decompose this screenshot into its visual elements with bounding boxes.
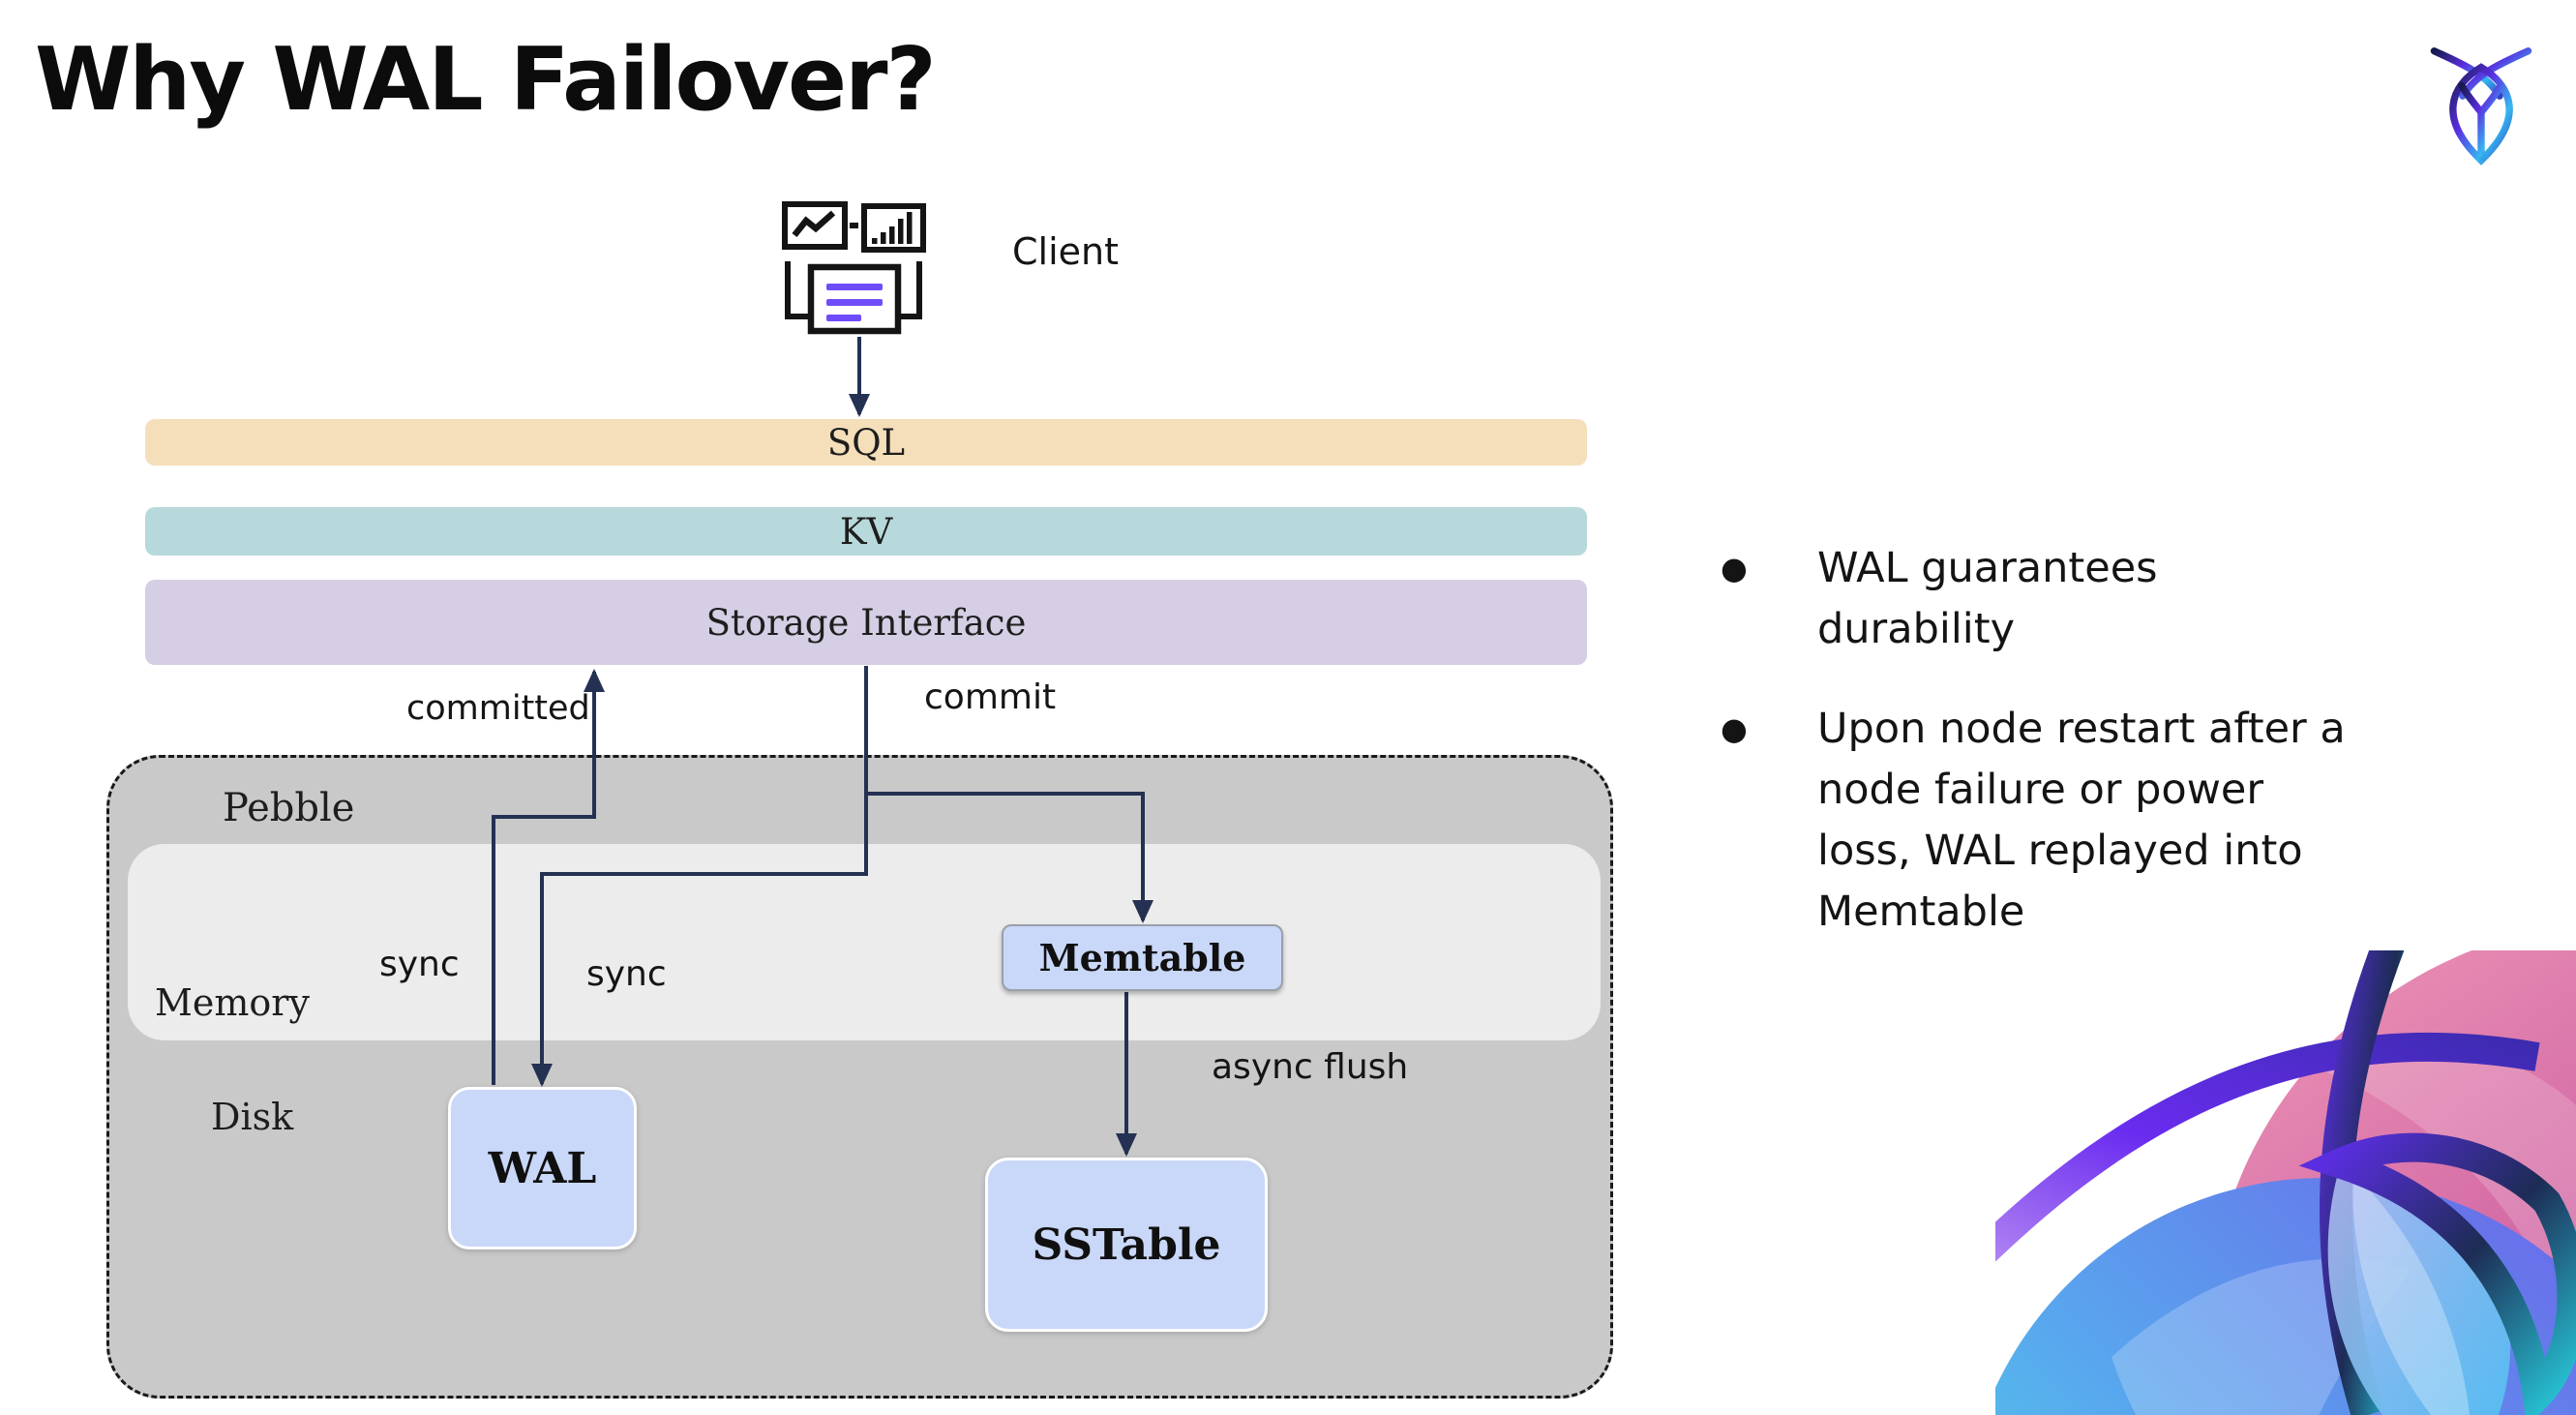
client-label: Client <box>1012 230 1120 273</box>
sstable-node-label: SSTable <box>1032 1219 1221 1270</box>
edge-label-sync-lower: sync <box>586 954 667 994</box>
layer-bar-storage-interface-label: Storage Interface <box>705 601 1027 644</box>
edge-label-commit: commit <box>924 677 1057 717</box>
edge-label-async-flush: async flush <box>1212 1047 1409 1087</box>
edge-label-committed: committed <box>406 689 590 728</box>
page-title: Why WAL Failover? <box>35 29 937 131</box>
memtable-node: Memtable <box>1002 924 1283 991</box>
bullet-text: Upon node restart after a node failure o… <box>1817 705 2346 936</box>
memtable-node-label: Memtable <box>1038 936 1246 979</box>
layer-bar-sql: SQL <box>145 419 1587 466</box>
memory-region <box>128 844 1601 1040</box>
pebble-label: Pebble <box>223 786 355 830</box>
layer-bar-sql-label: SQL <box>826 421 906 464</box>
client-devices-icon <box>782 201 926 335</box>
bullet-item: ● WAL guarantees durability <box>1715 538 2353 660</box>
sstable-node: SSTable <box>985 1158 1268 1332</box>
memory-label: Memory <box>155 981 310 1024</box>
layer-bar-storage-interface: Storage Interface <box>145 580 1587 665</box>
disk-label: Disk <box>211 1096 294 1138</box>
cockroachdb-brand-art <box>1995 950 2576 1415</box>
layer-bar-kv-label: KV <box>839 510 893 553</box>
cockroachdb-logo-icon <box>2430 46 2532 166</box>
layer-bar-kv: KV <box>145 507 1587 556</box>
bullet-dot: ● <box>1721 710 1748 747</box>
edge-label-sync-upper: sync <box>379 945 460 984</box>
bullet-item: ● Upon node restart after a node failure… <box>1715 699 2353 943</box>
bullet-text: WAL guarantees durability <box>1817 544 2158 653</box>
wal-node-label: WAL <box>488 1143 597 1193</box>
bullet-list: ● WAL guarantees durability ● Upon node … <box>1715 538 2576 981</box>
bullet-dot: ● <box>1721 550 1748 587</box>
wal-node: WAL <box>448 1087 637 1249</box>
